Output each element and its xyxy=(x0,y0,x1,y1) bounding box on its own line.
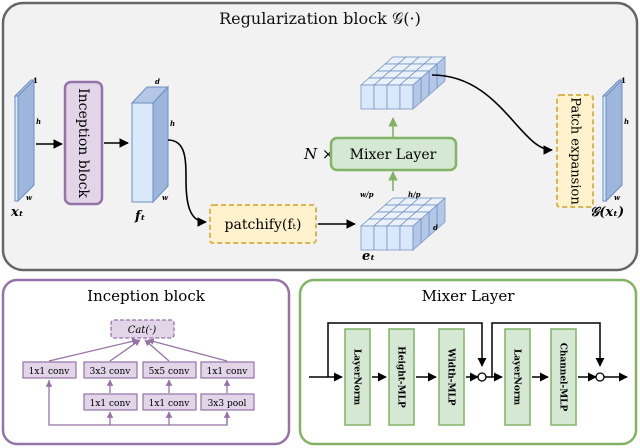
mixer-layer-node: Mixer Layer xyxy=(329,136,458,172)
cat-box xyxy=(110,319,175,339)
conv-box-bottom-0 xyxy=(83,393,138,411)
output-dim-h: h xyxy=(624,117,629,126)
mixer-layer-node-label: Mixer Layer xyxy=(350,147,437,163)
conv-box-bottom-2 xyxy=(200,393,255,411)
conv-label-bottom-1: 1x1 conv xyxy=(149,399,191,409)
conv-label-top-3: 1x1 conv xyxy=(207,367,249,377)
feature-tensor: d h w fₜ xyxy=(130,77,175,224)
mixer-block-3: LayerNorm xyxy=(504,328,531,426)
mixer-block-1: Height-MLP xyxy=(388,328,415,426)
mixer-block-label-0: LayerNorm xyxy=(352,349,362,406)
cube-cell xyxy=(412,77,422,110)
cube-cell xyxy=(386,84,401,110)
repeat-label: N × xyxy=(303,145,334,163)
output-dim-c: 1 xyxy=(621,76,626,85)
cat-label: Cat(·) xyxy=(128,325,157,336)
mixed-tensor xyxy=(360,56,446,110)
patchify-label: patchify(fₜ) xyxy=(225,217,302,233)
feature-label: fₜ xyxy=(134,209,146,224)
mixer-detail: Mixer Layer LayerNorm Height-MLP Width-M… xyxy=(298,278,638,446)
input-dim-w: w xyxy=(26,193,33,202)
mixer-block-label-4: Channel-MLP xyxy=(558,343,568,412)
output-dim-w: w xyxy=(614,193,621,202)
mixer-block-label-2: Width-MLP xyxy=(446,347,456,405)
patch-tensor xyxy=(360,197,446,251)
regularization-block: Regularization block 𝒢(·) 1 h w xₜ Incep… xyxy=(1,1,639,272)
input-dim-c: 1 xyxy=(33,76,38,85)
inception-top-row: 1x1 conv 3x3 conv 5x5 conv 1x1 conv xyxy=(22,361,255,379)
inception-connections xyxy=(45,338,231,426)
output-label: 𝒢(xₜ) xyxy=(590,205,624,220)
conv-box-top-3 xyxy=(200,361,255,379)
feature-dim-d: d xyxy=(155,77,160,86)
cube-cell xyxy=(412,218,422,251)
inception-detail: Inception block Cat(·) 1x1 conv 3x3 conv… xyxy=(1,278,291,446)
patch-dim-w: w/p xyxy=(360,190,374,199)
inception-title: Inception block xyxy=(87,287,206,305)
inception-block-node: Inception block xyxy=(63,80,104,206)
cube-cell xyxy=(386,225,401,251)
conv-label-top-0: 1x1 conv xyxy=(29,367,71,377)
regularization-title: Regularization block 𝒢(·) xyxy=(219,9,421,28)
patch-dim-h: h/p xyxy=(408,190,421,199)
cube-cell xyxy=(360,225,375,251)
patch-label: eₜ xyxy=(362,249,375,264)
conv-box-bottom-1 xyxy=(142,393,197,411)
mixer-block-4: Channel-MLP xyxy=(550,328,577,426)
mixer-block-label-3: LayerNorm xyxy=(512,349,522,406)
output-tensor: 1 h w 𝒢(xₜ) xyxy=(590,76,629,220)
mixer-block-0: LayerNorm xyxy=(344,328,371,426)
inception-bottom-row: 1x1 conv 1x1 conv 3x3 pool xyxy=(83,393,255,411)
input-label: xₜ xyxy=(10,205,24,220)
patch-dim-d: d xyxy=(433,223,438,232)
cube-cell xyxy=(373,84,388,110)
conv-label-top-2: 5x5 conv xyxy=(149,367,191,377)
arrow-features-to-patchify xyxy=(167,139,207,227)
conv-label-bottom-0: 1x1 conv xyxy=(90,399,132,409)
arrow-mixed-to-expansion xyxy=(431,74,553,155)
conv-box-top-0 xyxy=(22,361,77,379)
patch-expansion-label: Patch expansion xyxy=(568,97,583,205)
input-tensor: 1 h w xₜ xyxy=(10,76,41,220)
cube-cell xyxy=(360,84,375,110)
mixer-block-label-1: Height-MLP xyxy=(396,346,406,408)
conv-box-top-1 xyxy=(83,361,138,379)
patch-expansion-box: Patch expansion xyxy=(556,94,594,208)
cube-cell xyxy=(399,225,414,251)
feature-dim-w: w xyxy=(162,193,169,202)
mixer-block-2: Width-MLP xyxy=(438,328,465,426)
cube-cell xyxy=(399,84,414,110)
conv-label-top-1: 3x3 conv xyxy=(90,367,132,377)
conv-box-top-2 xyxy=(142,361,197,379)
patchify-box: patchify(fₜ) xyxy=(209,204,317,244)
cube-cell xyxy=(373,225,388,251)
feature-dim-h: h xyxy=(170,119,175,128)
input-dim-h: h xyxy=(36,117,41,126)
mixer-title: Mixer Layer xyxy=(422,287,516,305)
conv-label-bottom-2: 3x3 pool xyxy=(208,399,247,409)
inception-block-node-label: Inception block xyxy=(75,88,91,198)
